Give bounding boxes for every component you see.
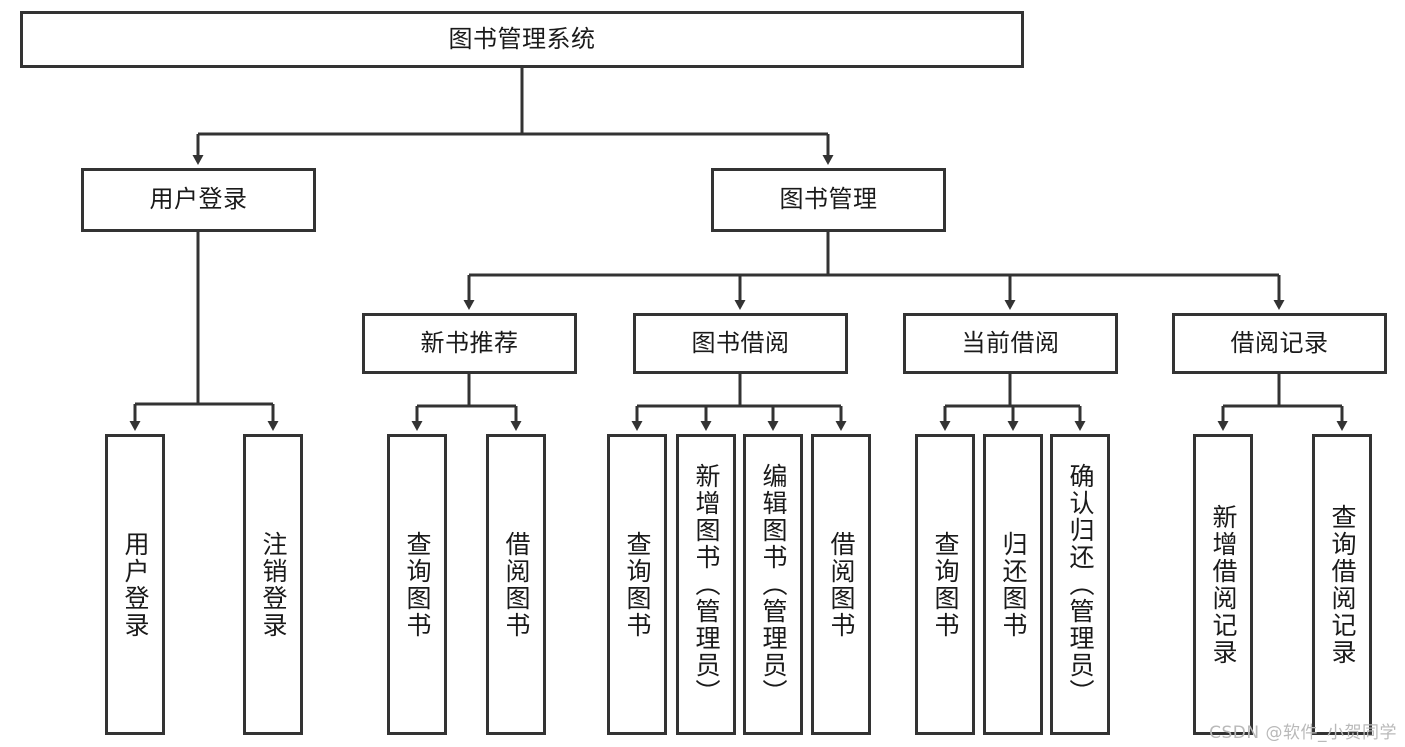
node-current-borrow[interactable]: 当前借阅: [903, 313, 1118, 374]
node-new-book-recommend[interactable]: 新书推荐: [362, 313, 577, 374]
leaf-query-book-2[interactable]: 查询图书: [607, 434, 667, 735]
leaf-query-book-1[interactable]: 查询图书: [387, 434, 447, 735]
node-book-borrow[interactable]: 图书借阅: [633, 313, 848, 374]
leaf-user-login[interactable]: 用户登录: [105, 434, 165, 735]
leaf-return-book[interactable]: 归还图书: [983, 434, 1043, 735]
leaf-add-book-admin[interactable]: 新增图书（管理员）: [676, 434, 736, 735]
leaf-confirm-return-admin[interactable]: 确认归还（管理员）: [1050, 434, 1110, 735]
leaf-confirm-return-admin-label: 确认归还（管理员）: [1066, 463, 1095, 706]
leaf-borrow-book-1[interactable]: 借阅图书: [486, 434, 546, 735]
leaf-edit-book-admin[interactable]: 编辑图书（管理员）: [743, 434, 803, 735]
node-borrow-record[interactable]: 借阅记录: [1172, 313, 1387, 374]
csdn-watermark: CSDN @软件_小贺同学: [1209, 723, 1397, 743]
leaf-add-borrow-record-label: 新增借阅记录: [1209, 503, 1238, 666]
node-book-management[interactable]: 图书管理: [711, 168, 946, 232]
leaf-query-borrow-record-label: 查询借阅记录: [1328, 503, 1357, 666]
leaf-return-book-label: 归还图书: [999, 530, 1028, 639]
leaf-edit-book-admin-label: 编辑图书（管理员）: [759, 463, 788, 706]
node-root-label: 图书管理系统: [448, 24, 596, 53]
leaf-query-book-3[interactable]: 查询图书: [915, 434, 975, 735]
node-book-borrow-label: 图书借阅: [691, 328, 790, 357]
leaf-query-book-3-label: 查询图书: [931, 530, 960, 639]
node-user-login[interactable]: 用户登录: [81, 168, 316, 232]
node-root[interactable]: 图书管理系统: [20, 11, 1024, 68]
leaf-add-borrow-record[interactable]: 新增借阅记录: [1193, 434, 1253, 735]
leaf-add-book-admin-label: 新增图书（管理员）: [692, 463, 721, 706]
node-new-book-recommend-label: 新书推荐: [420, 328, 519, 357]
leaf-query-book-1-label: 查询图书: [403, 530, 432, 639]
leaf-borrow-book-2[interactable]: 借阅图书: [811, 434, 871, 735]
leaf-logout-login[interactable]: 注销登录: [243, 434, 303, 735]
node-borrow-record-label: 借阅记录: [1230, 328, 1329, 357]
leaf-query-borrow-record[interactable]: 查询借阅记录: [1312, 434, 1372, 735]
node-book-management-label: 图书管理: [779, 185, 878, 214]
leaf-logout-login-label: 注销登录: [259, 530, 288, 639]
leaf-borrow-book-2-label: 借阅图书: [827, 530, 856, 639]
leaf-borrow-book-1-label: 借阅图书: [502, 530, 531, 639]
leaf-query-book-2-label: 查询图书: [623, 530, 652, 639]
node-user-login-label: 用户登录: [149, 185, 248, 214]
node-current-borrow-label: 当前借阅: [961, 328, 1060, 357]
leaf-user-login-label: 用户登录: [121, 530, 150, 639]
